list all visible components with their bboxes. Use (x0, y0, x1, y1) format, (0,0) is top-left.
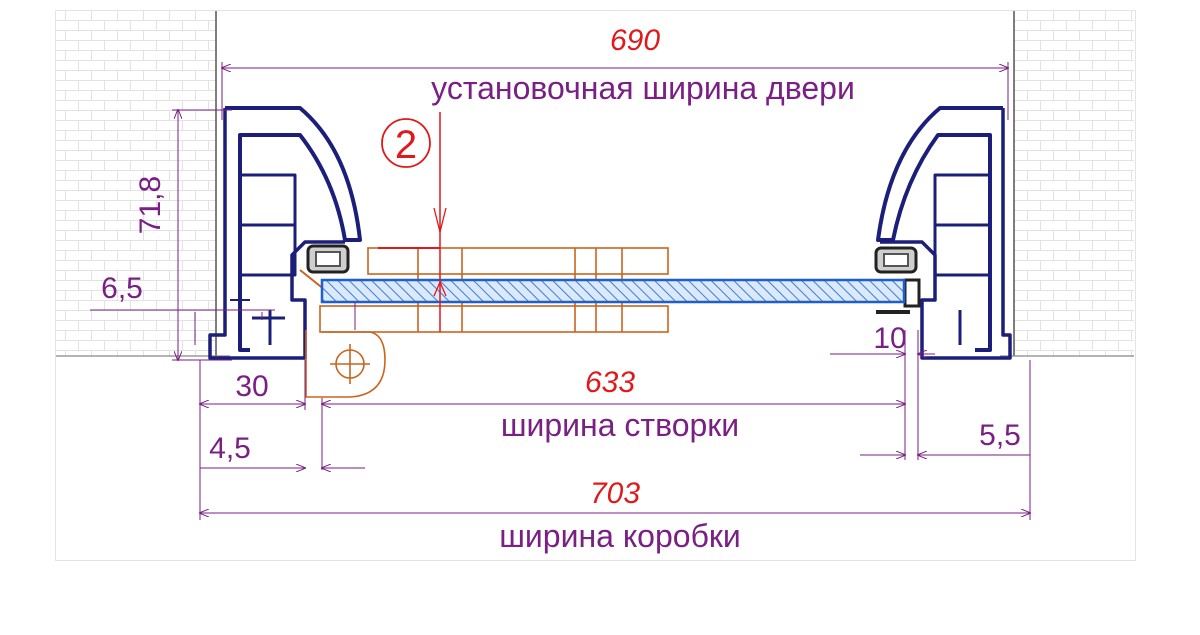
frame-profile-left (208, 106, 362, 360)
dim-633-value: 633 (585, 366, 635, 399)
wall-right (1000, 11, 1134, 357)
dim-690-label: установочная ширина двери (431, 70, 855, 106)
dim-703-value: 703 (590, 477, 640, 510)
dim-690-value: 690 (610, 24, 660, 57)
dim-30: 30 (235, 370, 268, 403)
drawing-border (55, 10, 1136, 561)
dim-10: 10 (873, 322, 906, 355)
gasket-left (299, 244, 350, 291)
dim-71-8: 71,8 (134, 176, 167, 234)
dim-6-5: 6,5 (101, 272, 143, 305)
gasket-right (874, 246, 921, 314)
dim-703-label: ширина коробки (499, 518, 741, 554)
dim-633-label: ширина створки (501, 407, 739, 443)
dimension-lines (90, 62, 1030, 520)
frame-profile-right (876, 106, 1012, 360)
callout-2: 2 (381, 112, 447, 332)
dim-4-5: 4,5 (209, 432, 251, 465)
glass-sash (320, 278, 906, 304)
callout-2-label: 2 (395, 123, 417, 167)
wall-left (56, 11, 230, 357)
dim-5-5: 5,5 (979, 419, 1021, 452)
